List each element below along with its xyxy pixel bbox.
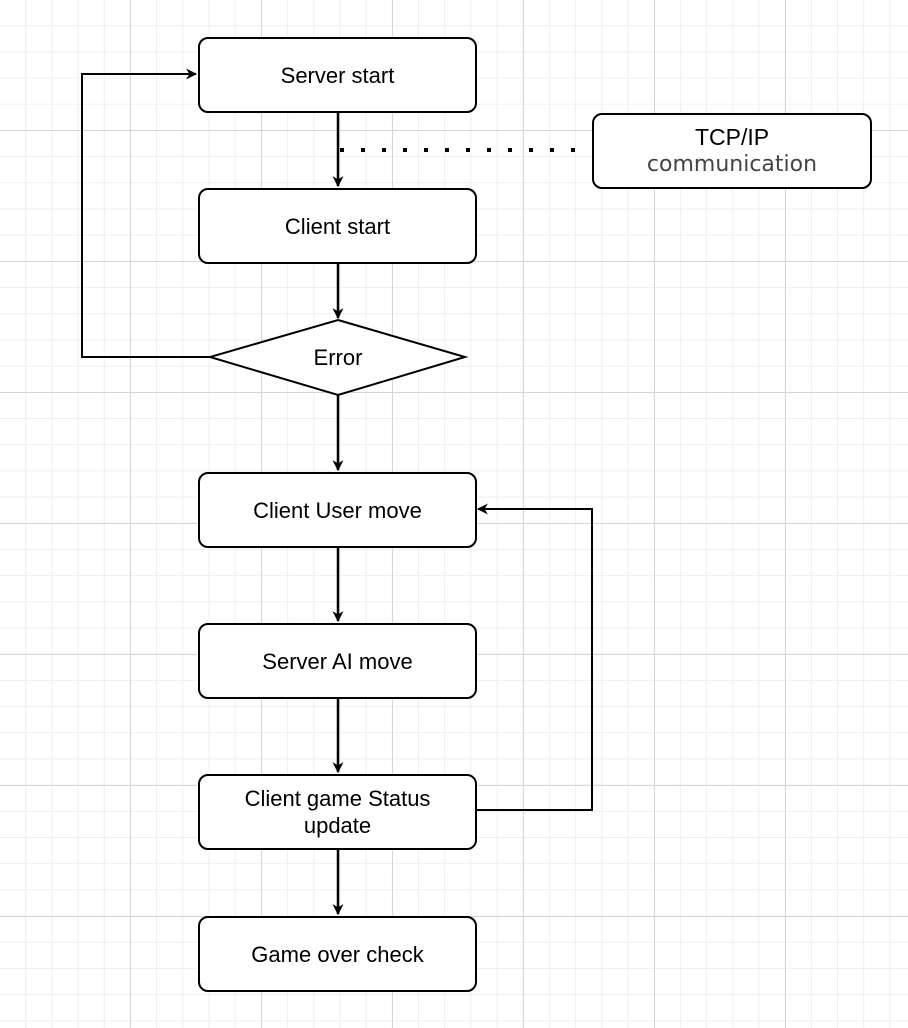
node-server-start[interactable]: Server start	[198, 37, 477, 113]
edge-error-loop-to-server-start	[81, 68, 210, 358]
node-error-decision[interactable]: Error	[313, 344, 363, 370]
node-server-ai-move[interactable]: Server AI move	[198, 623, 477, 699]
communication-label: communication	[646, 152, 818, 177]
edge-status-loop-to-user-move	[476, 503, 593, 811]
tcp-ip-label: TCP/IP	[694, 124, 770, 150]
node-client-start[interactable]: Client start	[198, 188, 477, 264]
node-game-over-check[interactable]: Game over check	[198, 916, 477, 992]
node-client-game-status-update[interactable]: Client game Status update	[198, 774, 477, 850]
node-tcp-ip-note[interactable]: TCP/IP communication	[592, 113, 872, 189]
node-client-user-move[interactable]: Client User move	[198, 472, 477, 548]
